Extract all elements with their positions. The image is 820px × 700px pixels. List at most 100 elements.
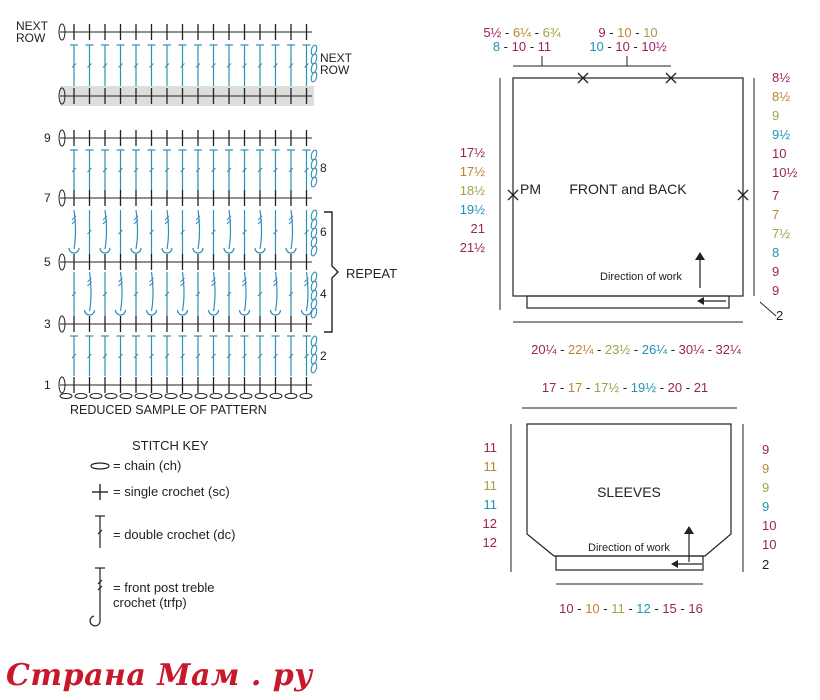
size-value: 26¼ [642,342,667,357]
front-post-treble-stitch [119,271,123,312]
size-value: 6¾ [543,25,561,40]
size-separator: - [667,342,679,357]
treble-slash [257,219,263,225]
foundation-chain [164,393,178,399]
double-crochet-slash [180,229,185,235]
front-post-hook [223,247,235,254]
size-value: 8 [493,39,500,54]
watermark-logo: Страна Мам . ру [6,658,313,693]
right-top-dimension: 10 [772,146,786,161]
size-separator: - [574,601,586,616]
size-separator: - [625,601,637,616]
row-number-label: 2 [320,349,327,363]
size-value: 10 [617,25,631,40]
marker-x-icon [507,189,519,201]
front-back-ribbing [526,295,730,309]
direction-label: Direction of work [588,542,670,554]
treble-slash [97,585,103,591]
front-post-treble-stitch [104,209,108,250]
double-crochet-slash [304,167,309,173]
double-crochet-slash [273,229,278,235]
front-post-hook [176,309,189,316]
sleeve-left-dimension: 12 [483,516,497,531]
arrowhead-icon [695,252,705,260]
arrowhead-icon [697,297,704,305]
bottom-dimension: 20¼ - 22¼ - 23½ - 26¼ - 30¼ - 32¼ [531,342,741,357]
front-post-treble-stitch [181,271,185,312]
left-dimension: 21 [471,221,485,236]
double-crochet-slash [149,229,154,235]
pm-label: PM [520,181,541,197]
double-crochet-slash [180,63,185,68]
size-value: 17½ [594,380,619,395]
size-separator: - [704,342,716,357]
turning-chain [58,23,66,41]
double-crochet-slash [195,167,201,173]
size-separator: - [600,601,612,616]
double-crochet-slash [257,63,263,68]
treble-slash [102,215,108,221]
size-value: 21 [694,380,708,395]
double-crochet-slash [273,353,278,359]
front-post-hook [145,309,158,316]
double-crochet-slash [288,291,294,297]
stitch-key-label: = double crochet (dc) [113,527,235,542]
front-back-schematic [499,56,777,323]
next-row-label: NEXT [320,51,353,65]
chain-stitch [310,245,318,257]
front-post-treble-stitch [290,209,294,250]
marker-x-icon [665,72,677,84]
arrowhead-icon [671,560,678,568]
double-crochet-slash [71,63,77,68]
treble-slash [180,277,185,283]
size-separator: - [556,342,568,357]
double-crochet-slash [149,353,154,359]
treble-slash [87,281,92,287]
double-crochet-slash [226,167,232,173]
sleeve-right-dimension: 9 [762,499,769,514]
size-value: 17 [542,380,556,395]
ribbing-leader [759,301,777,317]
front-post-treble-stitch [88,271,92,312]
size-value: 10 [559,601,573,616]
right-top-dimension: 9½ [772,127,790,142]
chain-symbol-icon [90,462,110,470]
front-post-hook [83,309,96,316]
size-value: 10 [615,39,629,54]
front-post-treble-stitch [243,271,247,312]
turning-chain [58,129,66,147]
size-value: 20¼ [531,342,556,357]
top-left-dimension: 5½ - 6¼ - 6¾ [483,25,561,40]
sleeves-title: SLEEVES [597,484,661,500]
sleeve-body [526,423,732,557]
treble-slash [226,219,232,225]
double-crochet-slash [164,63,170,68]
front-post-treble-stitch [259,209,263,250]
treble-slash [102,219,108,225]
treble-slash [133,219,139,225]
row-number-label: 1 [44,378,51,392]
sleeve-right-dimension: 9 [762,480,769,495]
double-crochet-slash [102,63,108,68]
size-value: 6¼ [513,25,531,40]
double-crochet-slash [304,229,309,235]
double-crochet-slash [195,291,201,297]
front-post-treble-stitch [228,209,232,250]
sleeve-cuff [555,555,704,571]
sleeve-right-dimension: 10 [762,537,776,552]
size-value: 30¼ [679,342,704,357]
size-separator: - [501,25,513,40]
size-value: 23½ [605,342,630,357]
row-number-label: 8 [320,161,327,175]
size-value: 11 [538,39,552,54]
foundation-chain [194,393,208,399]
double-crochet-slash [164,167,170,173]
left-dimension: 17½ [460,145,485,160]
size-separator: - [531,25,543,40]
front-post-hook [254,247,266,254]
double-crochet-slash [149,167,154,173]
size-value: 12 [636,601,650,616]
foundation-chain [209,393,223,399]
double-crochet-slash [118,63,123,68]
